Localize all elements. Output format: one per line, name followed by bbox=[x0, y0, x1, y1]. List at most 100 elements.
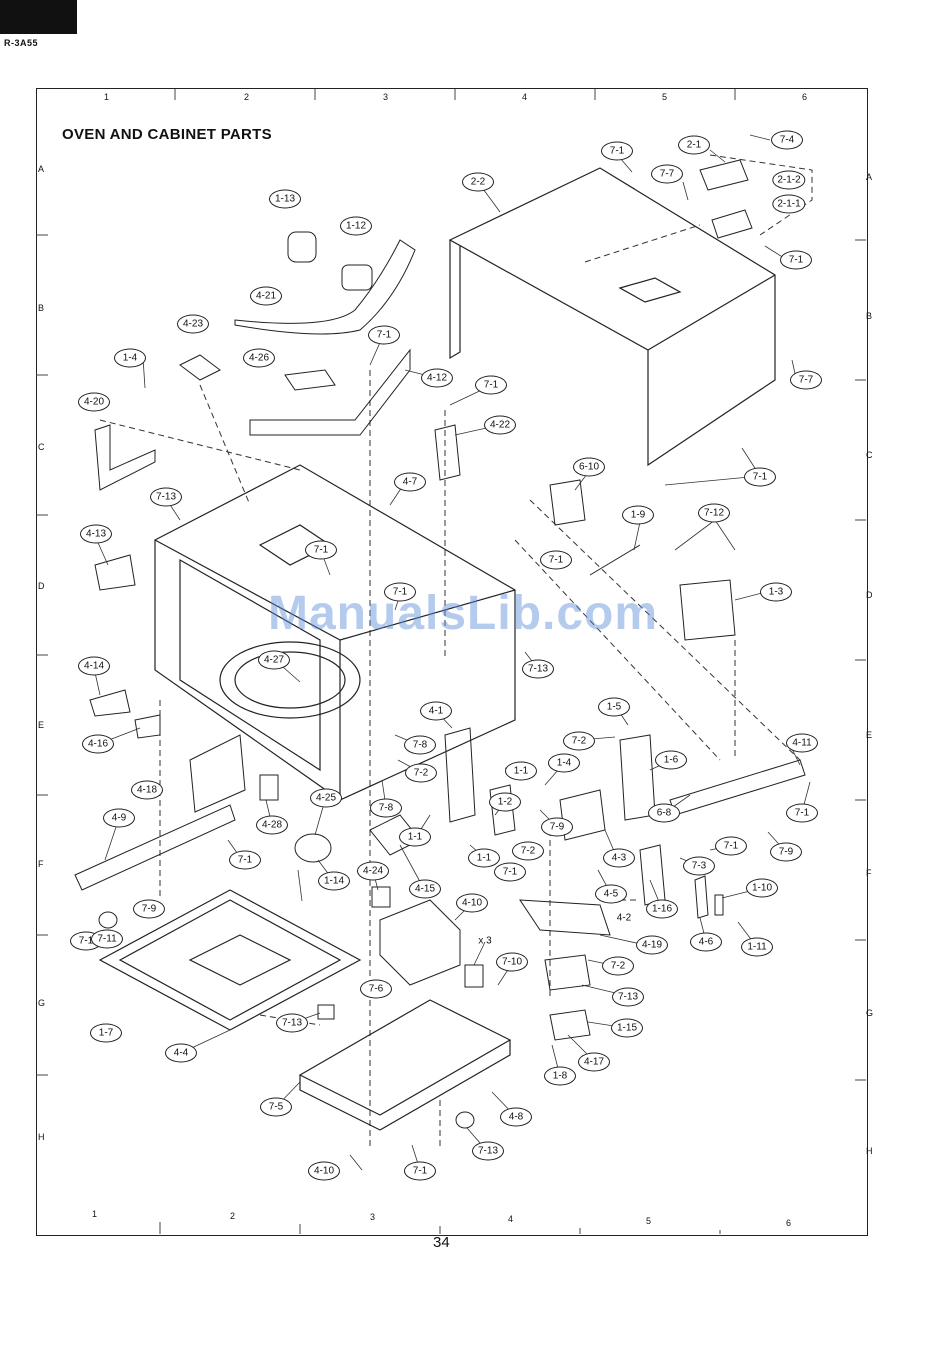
part-callout: 1-4 bbox=[114, 348, 146, 368]
part-callout: 7-10 bbox=[496, 952, 528, 972]
grid-col-top: 4 bbox=[522, 92, 528, 102]
part-callout: 7-4 bbox=[771, 130, 803, 150]
model-number: R-3A55 bbox=[4, 38, 39, 48]
model-header-bar bbox=[0, 0, 77, 34]
part-callout: 7-1 bbox=[540, 550, 572, 570]
part-callout: 2-1 bbox=[678, 135, 710, 155]
part-callout: 7-9 bbox=[770, 842, 802, 862]
part-callout: 4-28 bbox=[256, 815, 288, 835]
part-callout: 4-14 bbox=[78, 656, 110, 676]
part-callout: 1-3 bbox=[760, 582, 792, 602]
grid-row-right: F bbox=[866, 868, 872, 878]
part-callout: 4-7 bbox=[394, 472, 426, 492]
part-callout: 7-9 bbox=[133, 899, 165, 919]
part-callout: 4-17 bbox=[578, 1052, 610, 1072]
part-callout: 7-1 bbox=[715, 836, 747, 856]
part-callout: 4-4 bbox=[165, 1043, 197, 1063]
part-callout: 7-13 bbox=[276, 1013, 308, 1033]
grid-ticks bbox=[36, 89, 866, 1234]
grid-row-left: D bbox=[38, 581, 45, 591]
part-callout: 1-1 bbox=[399, 827, 431, 847]
grid-row-left: H bbox=[38, 1132, 45, 1142]
grid-row-left: E bbox=[38, 720, 45, 730]
part-callout: 7-1 bbox=[404, 1161, 436, 1181]
part-callout: 4-15 bbox=[409, 879, 441, 899]
part-callout: 7-2 bbox=[563, 731, 595, 751]
grid-row-left: B bbox=[38, 303, 45, 313]
grid-row-right: A bbox=[866, 172, 873, 182]
part-callout: 7-9 bbox=[541, 817, 573, 837]
grid-col-bottom: 1 bbox=[92, 1209, 98, 1219]
part-callout: 7-1 bbox=[494, 862, 526, 882]
part-callout: 7-3 bbox=[683, 856, 715, 876]
part-callout: 1-8 bbox=[544, 1066, 576, 1086]
part-callout: 7-5 bbox=[260, 1097, 292, 1117]
part-callout: 1-16 bbox=[646, 899, 678, 919]
grid-col-top: 5 bbox=[662, 92, 668, 102]
part-callout: 7-1 bbox=[305, 540, 337, 560]
grid-row-right: C bbox=[866, 450, 873, 460]
grid-col-top: 2 bbox=[244, 92, 250, 102]
part-callout: 6-10 bbox=[573, 457, 605, 477]
part-callout: 4-12 bbox=[421, 368, 453, 388]
part-callout: 7-12 bbox=[698, 503, 730, 523]
part-callout: 7-1 bbox=[786, 803, 818, 823]
outer-cabinet bbox=[448, 167, 776, 467]
part-callout: 4-26 bbox=[243, 348, 275, 368]
part-callout: 1-13 bbox=[269, 189, 301, 209]
part-callout: 4-13 bbox=[80, 524, 112, 544]
part-callout: 7-1 bbox=[368, 325, 400, 345]
part-callout: 4-8 bbox=[500, 1107, 532, 1127]
part-callout: 1-7 bbox=[90, 1023, 122, 1043]
part-callout: 4-23 bbox=[177, 314, 209, 334]
part-callout: 2-1-2 bbox=[772, 170, 806, 190]
part-callout: 7-7 bbox=[651, 164, 683, 184]
grid-col-top: 1 bbox=[104, 92, 110, 102]
drawing-frame bbox=[36, 88, 868, 1236]
part-callout: 4-19 bbox=[636, 935, 668, 955]
grid-row-right: D bbox=[866, 590, 873, 600]
part-callout: 4-9 bbox=[103, 808, 135, 828]
grid-col-bottom: 4 bbox=[508, 1214, 514, 1224]
components bbox=[74, 159, 806, 1129]
part-callout: 7-1 bbox=[384, 582, 416, 602]
part-callout: 1-5 bbox=[598, 697, 630, 717]
part-callout: 1-2 bbox=[489, 792, 521, 812]
part-callout: 4-2 bbox=[616, 912, 632, 924]
grid-row-right: E bbox=[866, 730, 873, 740]
part-callout: 7-13 bbox=[522, 659, 554, 679]
grid-col-top: 6 bbox=[802, 92, 808, 102]
grid-col-bottom: 6 bbox=[786, 1218, 792, 1228]
grid-col-top: 3 bbox=[383, 92, 389, 102]
part-callout: 6-8 bbox=[648, 803, 680, 823]
part-callout: 1-1 bbox=[505, 761, 537, 781]
grid-col-bottom: 3 bbox=[370, 1212, 376, 1222]
part-callout: 1-1 bbox=[468, 848, 500, 868]
grid-col-bottom: 2 bbox=[230, 1211, 236, 1221]
part-callout: 4-24 bbox=[357, 861, 389, 881]
part-callout: 2-2 bbox=[462, 172, 494, 192]
part-callout: 1-15 bbox=[611, 1018, 643, 1038]
part-callout: 7-2 bbox=[512, 841, 544, 861]
part-callout: 7-1 bbox=[229, 850, 261, 870]
page-title: OVEN AND CABINET PARTS bbox=[62, 126, 272, 143]
part-callout: 4-18 bbox=[131, 780, 163, 800]
part-callout: 2-1-1 bbox=[772, 194, 806, 214]
part-callout: 7-13 bbox=[612, 987, 644, 1007]
oven-cavity bbox=[154, 464, 516, 801]
grid-row-left: A bbox=[38, 164, 45, 174]
part-callout: 4-11 bbox=[786, 733, 818, 753]
part-callout: 7-7 bbox=[790, 370, 822, 390]
part-callout: 7-8 bbox=[370, 798, 402, 818]
page-number: 34 bbox=[433, 1234, 450, 1251]
part-callout: 4-22 bbox=[484, 415, 516, 435]
part-callout: 7-1 bbox=[780, 250, 812, 270]
part-callout: 7-2 bbox=[405, 763, 437, 783]
part-callout: 4-10 bbox=[456, 893, 488, 913]
part-callout: 4-5 bbox=[595, 884, 627, 904]
part-callout: 4-21 bbox=[250, 286, 282, 306]
part-callout: 7-11 bbox=[91, 929, 123, 949]
grid-row-left: F bbox=[38, 859, 44, 869]
part-callout: 7-1 bbox=[475, 375, 507, 395]
